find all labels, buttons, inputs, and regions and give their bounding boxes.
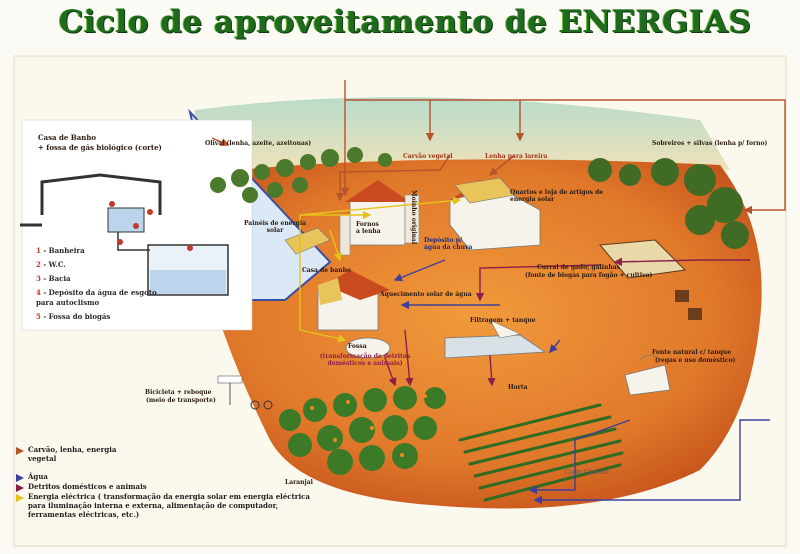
label-filtragem: Filtragem + tanque [470,317,536,324]
fossa-pit [345,337,391,359]
label-carvao-vegetal: Carvão vegetal [403,153,453,160]
label-fonte: Fonte natural c/ tanque [652,349,732,356]
label-quartos: Quartos e loja de artigos de energia sol… [510,189,604,203]
bath-legend-item: 2 - W.C. [36,260,66,269]
bicycle-sign [217,375,273,410]
cattle-pen [598,239,702,320]
label-lenha-lareira: Lenha para lareira [485,153,548,160]
label-laranjal: Laranjal [285,479,313,486]
bath-cutaway-drawing [20,173,229,296]
diagram-title: Ciclo de aproveitamento de ENERGIAS [58,4,752,40]
natural-spring [624,354,671,396]
bath-box-heading: Casa de Banho [38,133,97,142]
bath-legend-item: 4 - Depósito da água de esgoto [36,288,157,297]
olive-grove [210,147,392,203]
cork-oaks [588,158,749,249]
bath-legend-item: 3 - Bacia [36,274,71,283]
filtration-tank [444,319,547,359]
artist-signature: Carla Cândido [565,469,609,476]
label-curral-sub: (fonte de biogás para fogão + cultivo) [525,272,653,279]
legend-item-water: Água [28,472,48,481]
label-fornos: Fornos a lenha [356,221,381,235]
legend-item-waste: Detritos domésticos e animais [28,482,147,491]
bath-box-subheading: + fossa de gás biológico (corte) [38,143,162,152]
legend-item-vegetal: Carvão, lenha, energia vegetal [28,445,117,463]
legend-item-electric: Energia eléctrica ( transformação da ene… [28,492,310,519]
bathhouse [317,270,390,331]
solar-panels [284,227,331,255]
rooms-shop [449,177,541,251]
vegetable-garden [458,403,624,502]
label-fossa-sub: (transformação de detritos domésticos e … [319,353,411,367]
label-deposito: Depósito p/ água da chuva [424,237,473,251]
orange-grove [279,386,446,475]
label-fonte-sub: (regas e uso doméstico) [655,357,736,364]
label-sobreiros: Sobreiros + silvas (lenha p/ forno) [652,140,768,147]
label-aquecimento: Aquecimento solar de água [380,291,472,298]
bath-legend-item: 1 - Banheira [36,246,85,255]
label-paineis: Painéis de energia solar [243,220,307,234]
label-moinho: Moinho original [410,190,417,245]
bath-legend-item: para autoclismo [36,298,100,307]
label-bicicleta: Bicicleta + reboque [145,389,212,396]
bath-legend-item: 5 - Fossa do biogás [36,312,111,321]
label-bicicleta-sub: (meio de transporte) [146,397,216,404]
label-horta: Horta [508,384,528,391]
label-olival: Olival (lenha, azeite, azeitonas) [205,140,312,147]
label-casa-banho: Casa de banho [302,267,351,274]
label-curral: Curral de gado; galinhas [537,264,621,271]
label-fossa: Fossa [348,343,367,350]
mill [404,194,420,244]
